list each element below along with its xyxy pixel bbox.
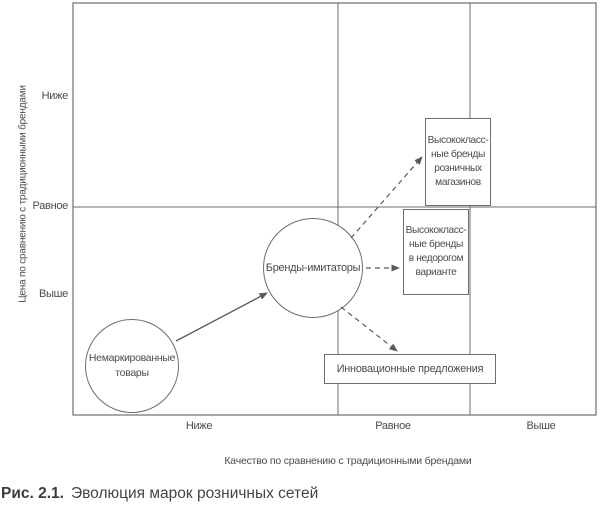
y-tick-equal: Равное	[32, 200, 69, 212]
node-unbranded-goods: Немаркированные товары	[85, 319, 179, 413]
figure-caption-text: Эволюция марок розничных сетей	[70, 485, 319, 502]
x-axis-title: Качество по сравнению с традиционными бр…	[224, 455, 472, 467]
node-premium-store-brands-label: Высококласс- ные бренды розничных магази…	[427, 135, 489, 188]
plot-border	[72, 2, 597, 416]
node-premium-value-brands-label: Высококласс- ные бренды в недорогом вари…	[405, 225, 467, 278]
node-unbranded-goods-label: Немаркированные товары	[88, 352, 176, 379]
y-tick-lower: Ниже	[41, 90, 69, 102]
x-tick-equal: Равное	[375, 420, 411, 432]
node-imitator-brands: Бренды-имитаторы	[263, 218, 363, 318]
x-tick-lower: Ниже	[185, 420, 213, 432]
node-premium-store-brands: Высококласс- ные бренды розничных магази…	[425, 118, 491, 206]
x-tick-higher: Выше	[526, 420, 556, 432]
node-innovative-offers-label: Инновационные предложения	[336, 363, 484, 375]
node-premium-value-brands: Высококласс- ные бренды в недорогом вари…	[403, 209, 469, 295]
y-tick-higher: Выше	[39, 288, 68, 300]
node-imitator-brands-label: Бренды-имитаторы	[265, 262, 361, 274]
figure-caption: Рис. 2.1. Эволюция марок розничных сетей	[1, 485, 318, 503]
node-innovative-offers: Инновационные предложения	[324, 354, 496, 384]
y-axis-title-text: Цена по сравнению с традиционными бренда…	[17, 85, 29, 303]
figure-caption-number: Рис. 2.1.	[1, 485, 64, 502]
